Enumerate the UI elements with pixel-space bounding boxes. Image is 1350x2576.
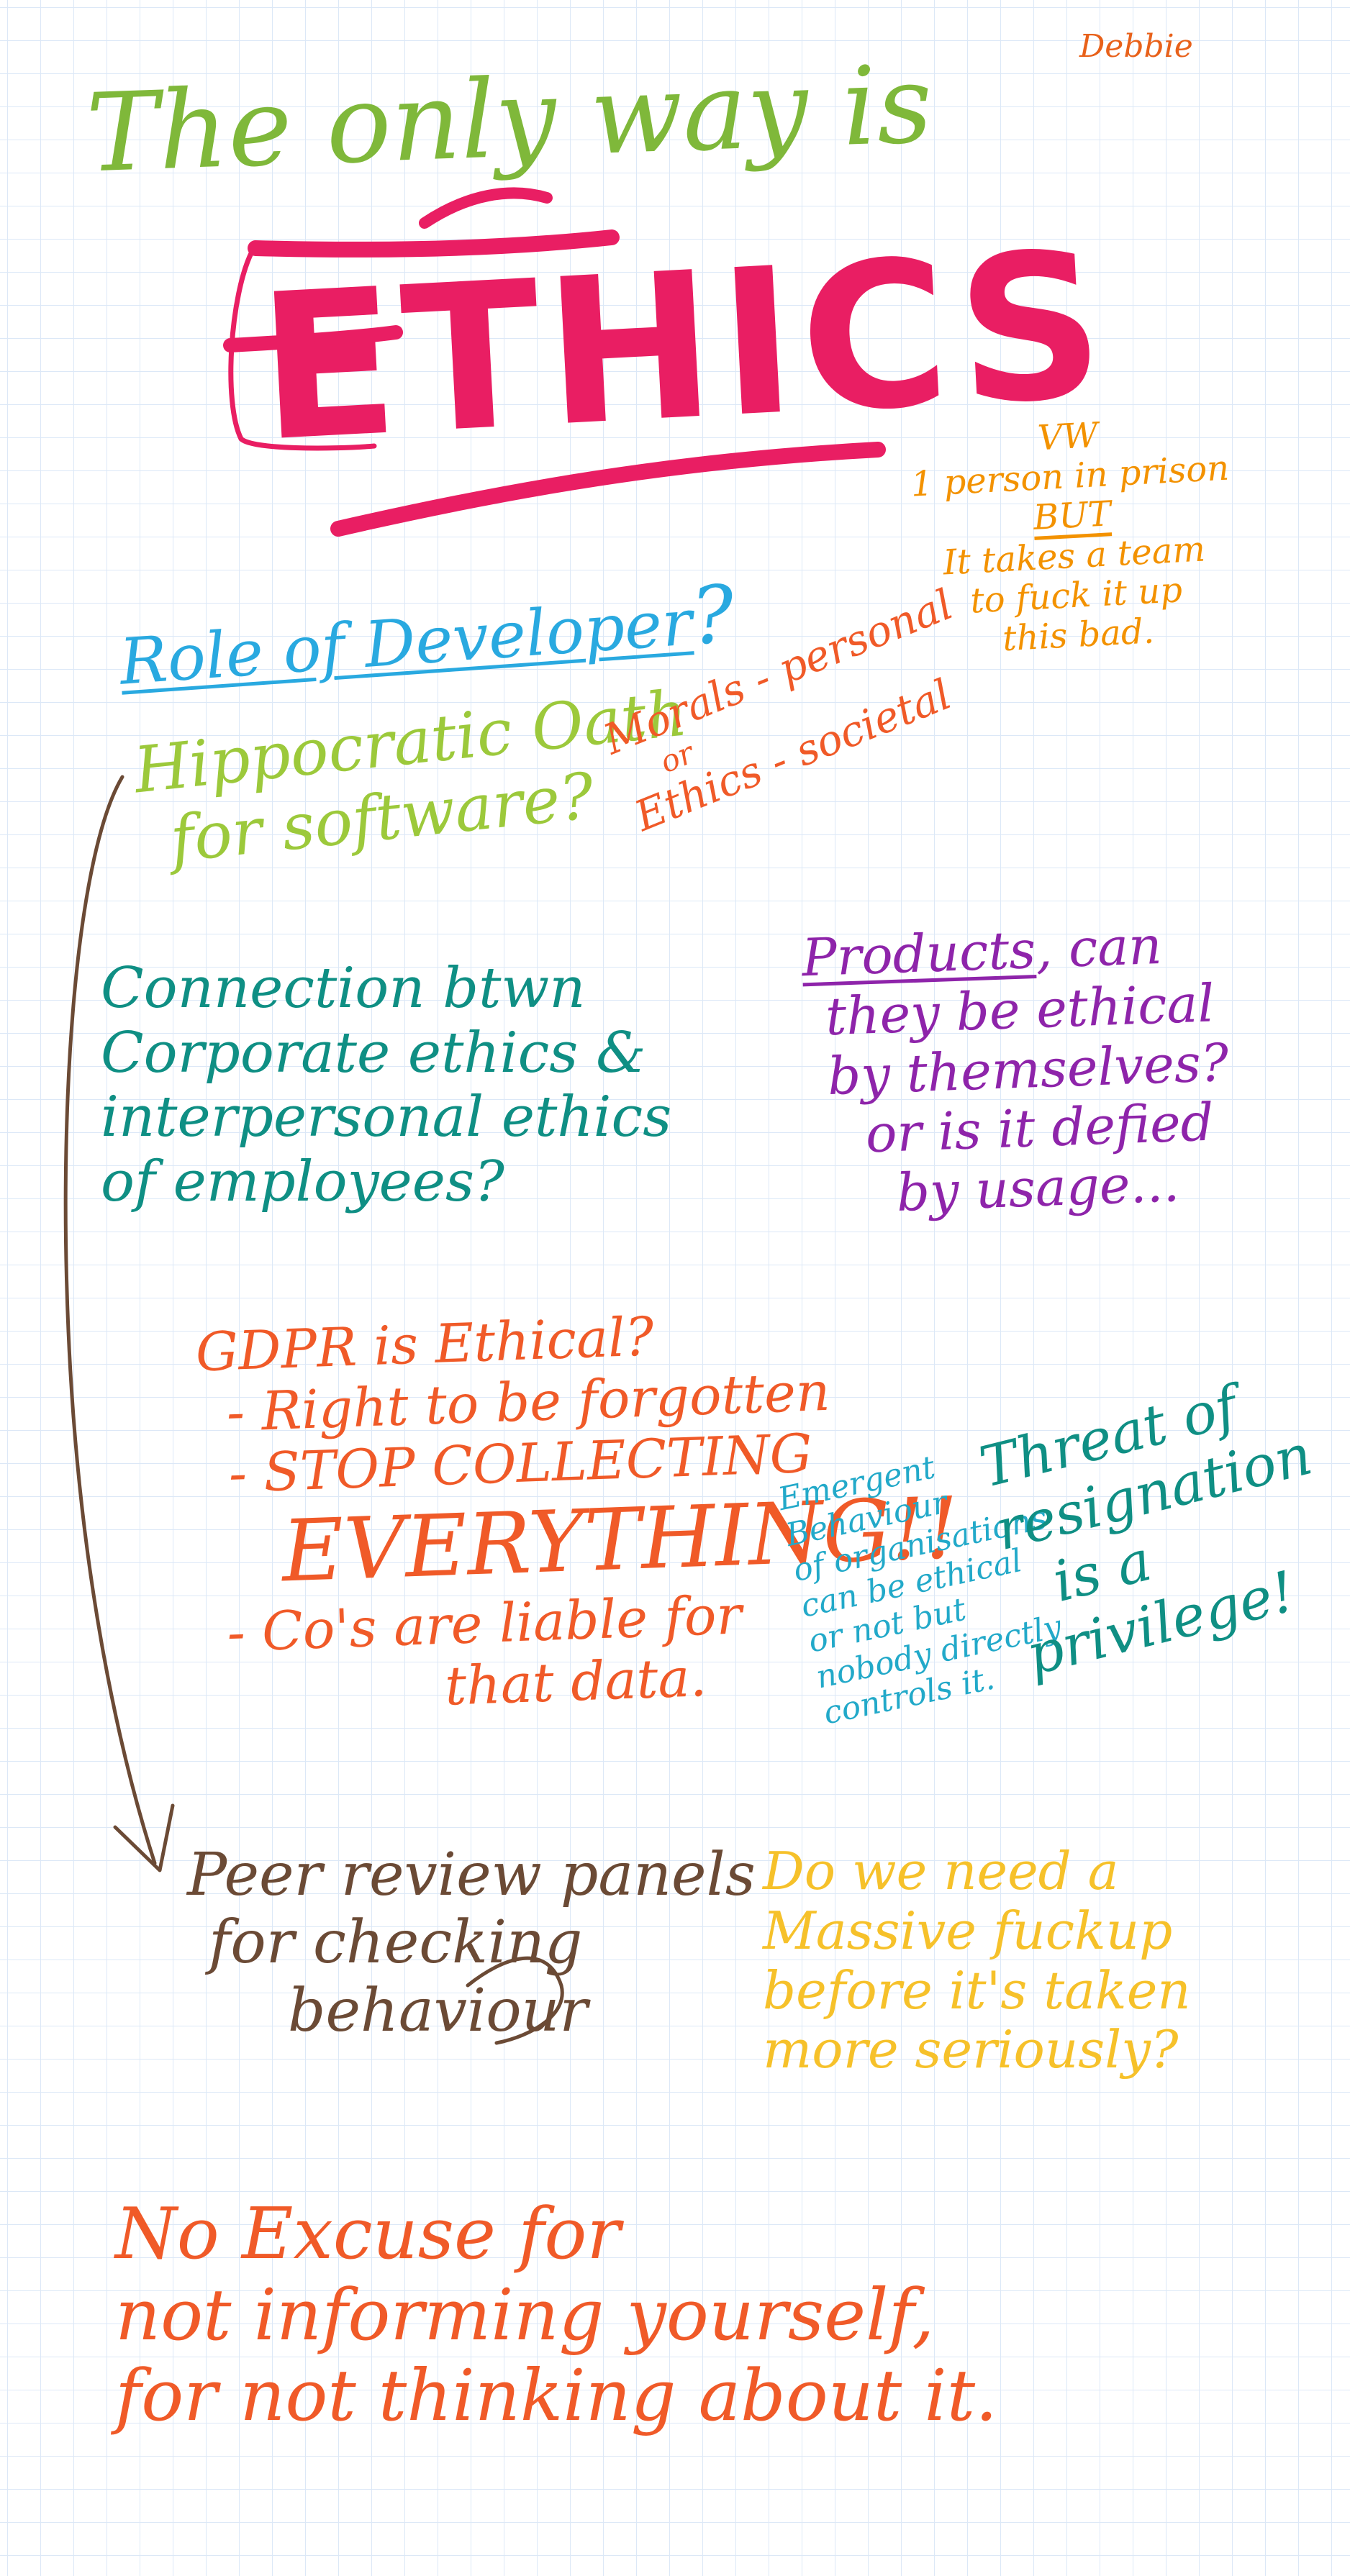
peer-review-note: Peer review panels for checking behaviou… xyxy=(187,1841,756,2045)
threat-of-resignation-note: Threat of resignation is a privilege! xyxy=(974,1360,1349,1689)
author-signature: Debbie xyxy=(1079,28,1193,65)
ethics-e-outline xyxy=(228,249,377,451)
massive-line: before it's taken xyxy=(763,1960,1191,2021)
hippocratic-oath-note: Hippocratic Oath for software? xyxy=(130,675,699,879)
excuse-line: for not thinking about it. xyxy=(115,2355,998,2438)
products-heading: Products xyxy=(800,919,1037,988)
massive-line: more seriously? xyxy=(763,2019,1179,2080)
ethics-top-swash xyxy=(248,229,620,258)
role-question-mark: ? xyxy=(688,568,738,663)
peer-line: for checking xyxy=(209,1908,583,1977)
massive-fuckup-note: Do we need a Massive fuckup before it's … xyxy=(763,1842,1191,2080)
arrow-curve xyxy=(63,775,157,1865)
role-heading: Role of Developer xyxy=(117,585,695,699)
ethics-bottom-swash xyxy=(330,442,886,537)
ethics-heading: ETHICS xyxy=(209,165,1115,540)
connection-line: interpersonal ethics xyxy=(101,1085,672,1150)
ethics-middle-bar xyxy=(223,325,403,352)
no-excuse-note: No Excuse for not informing yourself, fo… xyxy=(115,2194,997,2437)
connection-note: Connection btwn Corporate ethics & inter… xyxy=(101,956,672,1215)
connection-line: of employees? xyxy=(101,1150,504,1215)
arrow-head xyxy=(113,1803,175,1872)
peer-line: Peer review panels xyxy=(187,1841,756,1909)
massive-line: Massive fuckup xyxy=(763,1900,1173,1961)
products-note: Products, can they be ethical by themsel… xyxy=(801,914,1233,1226)
connection-line: Connection btwn xyxy=(101,956,586,1021)
ethics-upper-arc xyxy=(419,187,553,229)
products-heading-rest: , can xyxy=(1034,914,1163,980)
peer-line: behaviour xyxy=(288,1976,588,2045)
connection-line: Corporate ethics & xyxy=(101,1020,646,1086)
excuse-line: No Excuse for xyxy=(115,2193,621,2275)
ethics-decoration xyxy=(223,187,886,537)
excuse-line: not informing yourself, xyxy=(115,2274,935,2357)
massive-line: Do we need a xyxy=(763,1841,1119,1901)
